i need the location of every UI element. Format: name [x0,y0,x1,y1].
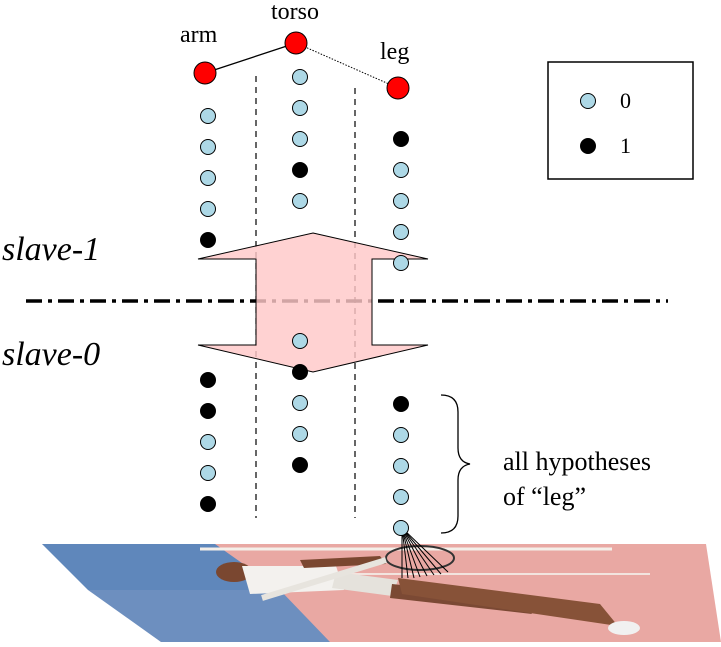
legend-box [547,61,694,180]
part-label-torso: torso [271,0,319,25]
slave-label-lower: slave-0 [2,336,101,373]
torso-hypothesis-node [292,162,308,178]
caption-line-2: of “leg” [503,482,587,511]
player-leg-front [398,578,618,626]
leg-hypothesis-node [393,458,409,474]
brace [440,394,471,534]
tennis-player-photo [42,544,721,642]
arm-hypothesis-node [200,403,216,419]
torso-hypothesis-node [292,364,308,380]
player-shirt [242,566,344,594]
root-node-arm [193,61,217,85]
arm-hypothesis-node [200,496,216,512]
leg-hypotheses-slave-1 [393,131,409,271]
arm-hypothesis-node [200,434,216,450]
arm-hypothesis-node [200,465,216,481]
torso-hypotheses-slave-1 [292,69,308,209]
leg-hypothesis-node [393,396,409,412]
leg-hypothesis-node [393,193,409,209]
arm-hypothesis-node [200,201,216,217]
player-shoe [608,621,640,635]
hypothesis-fan [401,527,449,579]
leg-hypothesis-node [393,224,409,240]
slave-label-upper: slave-1 [2,231,101,268]
arm-hypothesis-node [200,170,216,186]
leg-hypothesis-node [393,427,409,443]
legend-swatch-1 [580,138,596,154]
torso-hypothesis-node [292,69,308,85]
legend-label-0: 0 [620,88,631,113]
track-lane-lower [88,590,330,642]
leg-hypothesis-node [393,489,409,505]
root-node-leg [386,76,410,100]
arm-hypotheses-slave-1 [200,108,216,248]
player-arm-extended [261,557,387,601]
leg-hypothesis-node [393,131,409,147]
leg-hypothesis-node [393,162,409,178]
torso-hypothesis-node [292,457,308,473]
arm-hypotheses-slave-0 [200,372,216,512]
arm-hypothesis-node [200,108,216,124]
torso-hypothesis-node [292,193,308,209]
legend-label-1: 1 [620,133,631,158]
torso-hypothesis-node [292,395,308,411]
torso-hypothesis-node [292,100,308,116]
edge-arm-torso [204,42,297,74]
part-label-arm: arm [180,22,218,48]
leg-hypotheses-slave-0 [393,396,409,536]
caption-line-1: all hypotheses [503,447,652,476]
torso-hypothesis-node [292,131,308,147]
leg-hypothesis-node [393,255,409,271]
legend-swatch-0 [580,93,596,109]
edge-torso-leg [295,42,399,89]
torso-hypothesis-node [292,333,308,349]
torso-hypotheses-slave-0 [292,333,308,473]
arm-hypothesis-node [200,372,216,388]
arm-hypothesis-node [200,139,216,155]
torso-hypothesis-node [292,426,308,442]
arm-hypothesis-node [200,232,216,248]
root-node-torso [284,31,308,55]
double-arrow [197,232,429,373]
player-shorts [332,572,398,596]
part-label-leg: leg [380,39,410,65]
racket [385,545,455,571]
leg-hypothesis-node [393,520,409,536]
